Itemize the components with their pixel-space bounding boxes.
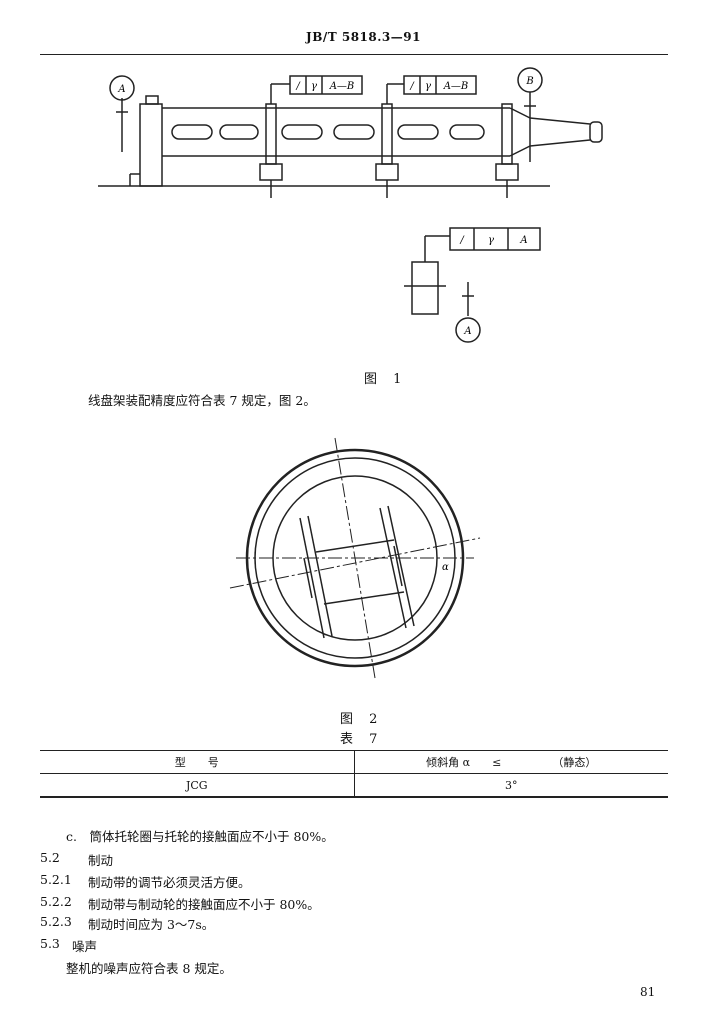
figure-2-caption: 图 2 [340, 712, 384, 727]
cell-angle: 3° [353, 773, 668, 798]
table-7-caption: 表 7 [340, 732, 384, 747]
frame1-datum: A—B [329, 81, 355, 92]
frame2-datum: A—B [443, 81, 469, 92]
datum-a2-label: A [463, 326, 471, 337]
section-5-2-3-number: 5.2.3 [40, 914, 72, 929]
frame3-symbol: / [459, 235, 465, 246]
section-5-2-1-number: 5.2.1 [40, 872, 72, 887]
header-rule [40, 54, 668, 55]
figure-1-drawing: A B / γ A—B / γ A—B / γ A A [98, 67, 603, 343]
section-5-3-title: 噪声 [72, 939, 98, 954]
angle-alpha-label: α [442, 562, 449, 573]
section-5-2-number: 5.2 [40, 850, 60, 865]
figure-1-caption: 图 1 [364, 372, 408, 387]
page-number: 81 [640, 985, 656, 999]
section-5-2-2-text: 制动带与制动轮的接触面应不小于 80%。 [88, 897, 320, 912]
section-5-2-2-number: 5.2.2 [40, 894, 72, 909]
intro-paragraph: 线盘架装配精度应符合表 7 规定，图 2。 [88, 393, 316, 408]
datum-b-label: B [525, 76, 533, 87]
frame2-tolerance: γ [425, 81, 431, 92]
table-header-row: 型 号 倾斜角 α ≤ （静态） [40, 750, 668, 774]
cell-model: JCG [40, 773, 354, 798]
col-angle-header: 倾斜角 α ≤ （静态） [353, 750, 668, 774]
col-angle-header-note: （静态） [552, 756, 597, 769]
section-5-2-1-text: 制动带的调节必须灵活方便。 [88, 875, 251, 890]
col-model-header: 型 号 [40, 750, 354, 774]
section-5-3-text: 整机的噪声应符合表 8 规定。 [66, 961, 232, 976]
col-angle-header-main: 倾斜角 α ≤ [426, 756, 502, 769]
frame1-symbol: / [295, 81, 301, 92]
figure-2-drawing: α [229, 437, 481, 679]
frame3-tolerance: γ [488, 235, 494, 246]
item-c: c. 筒体托轮圈与托轮的接触面应不小于 80%。 [66, 829, 334, 844]
frame3-datum: A [519, 235, 527, 246]
frame1-tolerance: γ [311, 81, 317, 92]
section-5-2-title: 制动 [88, 853, 114, 868]
table-row: JCG 3° [40, 773, 668, 798]
table-7: 型 号 倾斜角 α ≤ （静态） JCG 3° [40, 750, 668, 798]
section-5-2-3-text: 制动时间应为 3～7s。 [88, 917, 215, 932]
datum-a-label: A [117, 84, 125, 95]
document-header-code: JB/T 5818.3—91 [306, 30, 421, 44]
frame2-symbol: / [409, 81, 415, 92]
section-5-3-number: 5.3 [40, 936, 60, 951]
